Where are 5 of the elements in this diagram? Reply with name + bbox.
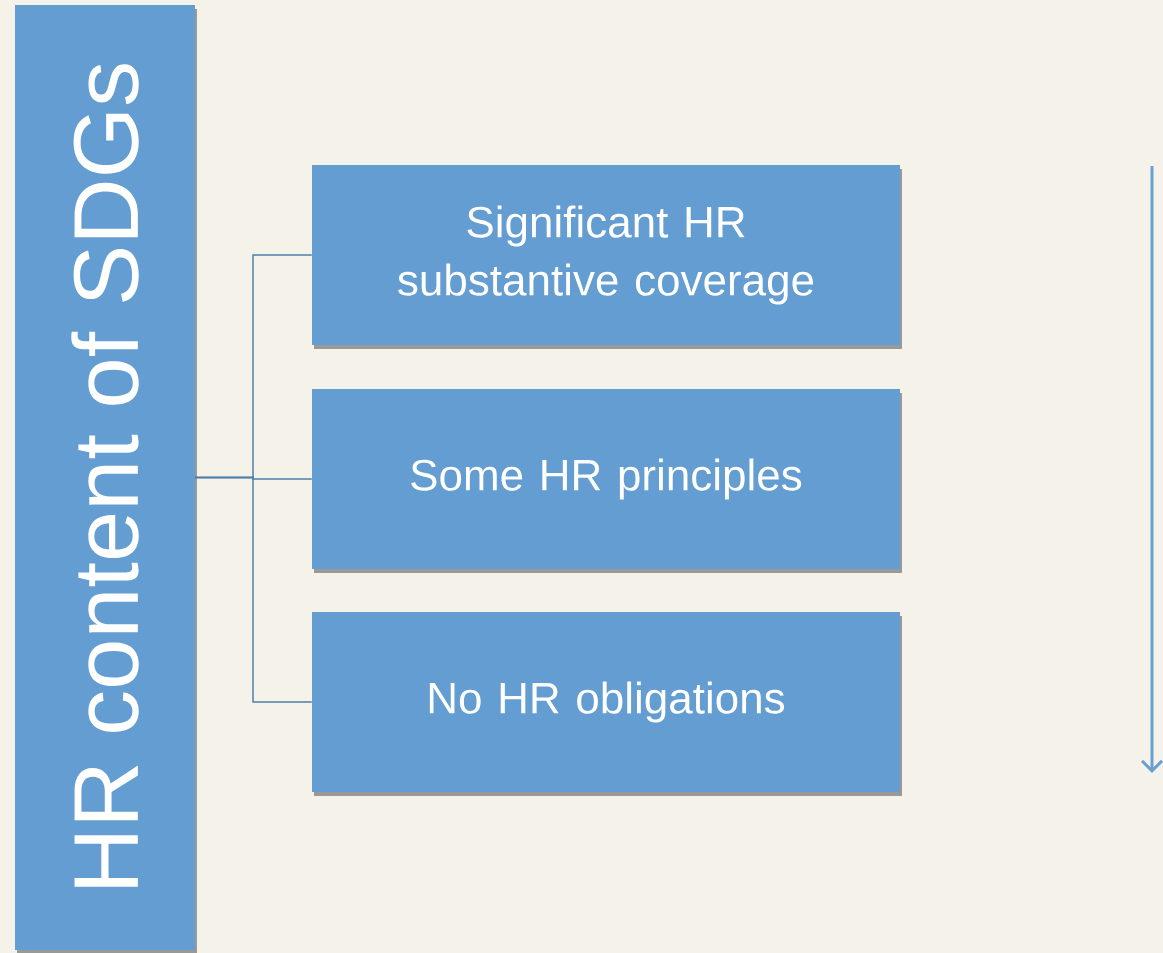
category-box: Significant HR substantive coverage (312, 165, 902, 349)
category-box: Some HR principles (312, 389, 902, 573)
title-bar: HR content of SDGs (15, 5, 197, 953)
category-box: No HR obligations (312, 612, 902, 796)
connector-line (194, 476, 313, 703)
